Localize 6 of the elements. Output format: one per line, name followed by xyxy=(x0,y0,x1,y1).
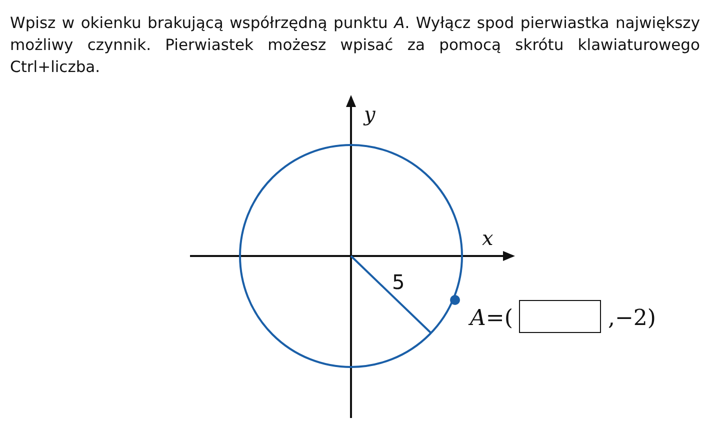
axis-label: x xyxy=(482,226,494,250)
axis-label: y xyxy=(364,102,376,126)
radius-label: 5 xyxy=(392,270,405,294)
point-label: A=( xyxy=(470,306,513,331)
coordinate-text: ,−2) xyxy=(608,306,656,331)
instruction-text: Wpisz w okienku brakującą współrzędną punktu A. Wyłącz spod pierwiastka największy możliwy czynnik. Pierwiastek możesz wpisać za pomocą skrótu klawiaturowego Ctrl+liczba. xyxy=(10,13,700,78)
